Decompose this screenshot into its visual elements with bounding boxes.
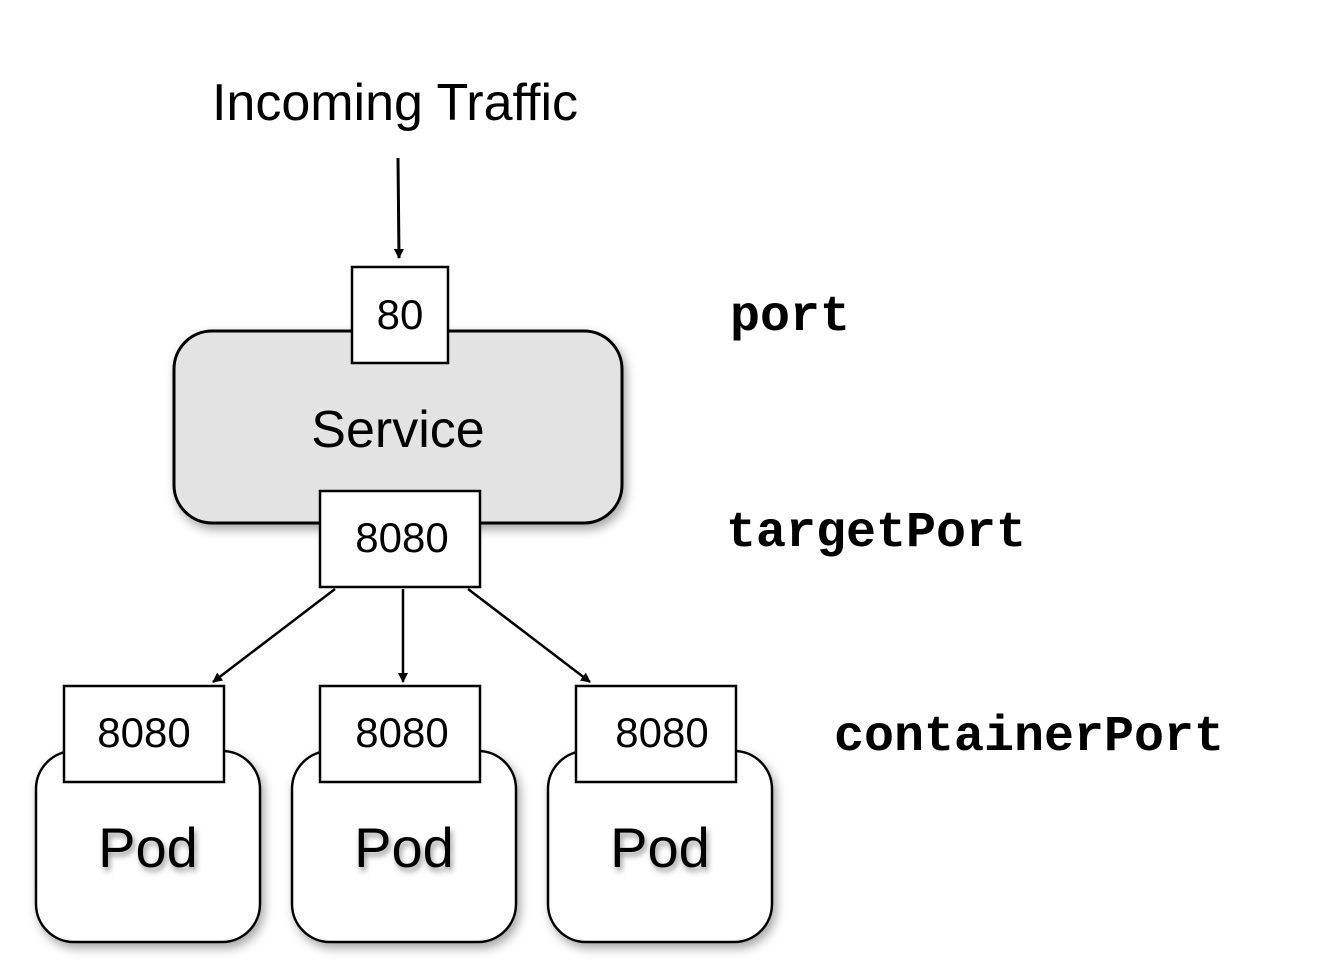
service-label: Service bbox=[311, 401, 484, 459]
arrow-to-pod-3 bbox=[467, 588, 591, 683]
container-port-label: containerPort bbox=[834, 709, 1224, 766]
incoming-arrow bbox=[393, 157, 404, 259]
pod-label-3: Pod bbox=[610, 816, 710, 879]
pod-label-1: Pod bbox=[98, 816, 198, 879]
container-port-box-3 bbox=[574, 684, 738, 784]
target-port-label: targetPort bbox=[726, 505, 1026, 562]
service-port-box bbox=[350, 265, 450, 365]
container-port-value-1: 8080 bbox=[97, 709, 190, 756]
incoming-traffic-label: Incoming Traffic bbox=[212, 74, 578, 132]
service-port-value: 80 bbox=[377, 291, 424, 338]
container-port-value-2: 8080 bbox=[355, 709, 448, 756]
container-port-box-1 bbox=[62, 684, 226, 784]
container-port-box-2 bbox=[318, 684, 482, 784]
arrow-to-pod-1 bbox=[212, 588, 336, 683]
port-label: port bbox=[730, 289, 850, 346]
container-port-value-3: 8080 bbox=[615, 709, 708, 756]
pod-label-2: Pod bbox=[354, 816, 454, 879]
target-port-value: 8080 bbox=[355, 514, 448, 561]
target-port-box bbox=[318, 489, 482, 589]
